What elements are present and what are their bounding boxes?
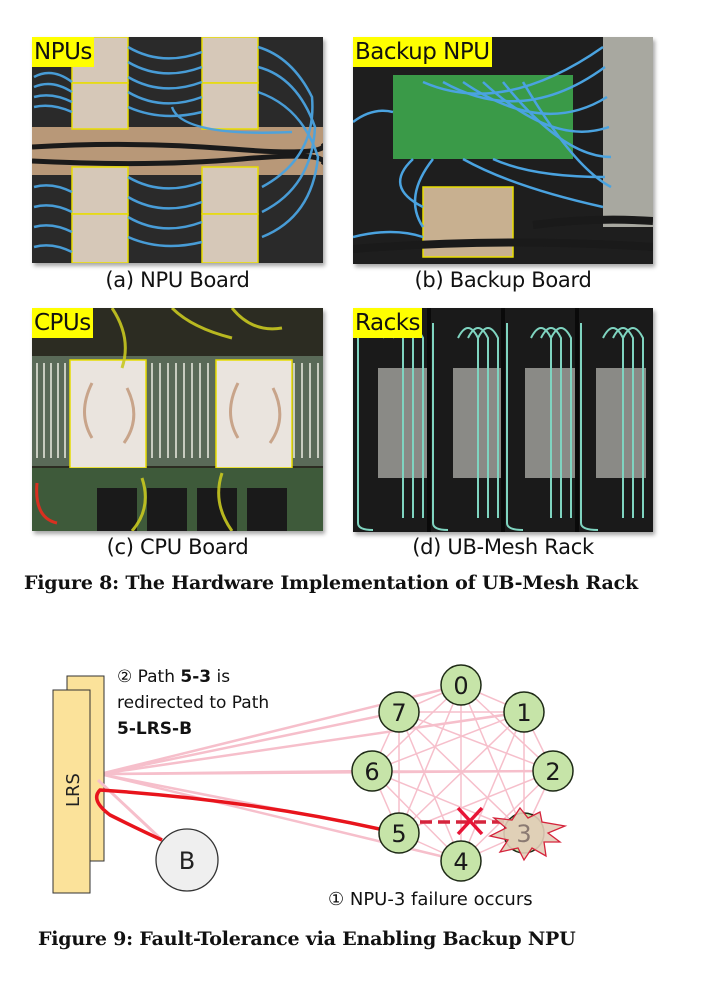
mesh-link-4-6 bbox=[371, 770, 462, 862]
lrs-switch-front bbox=[52, 689, 91, 894]
step2-line2: redirected to Path bbox=[117, 693, 270, 713]
lrs-link-1 bbox=[99, 710, 525, 776]
lrs-label: LRS bbox=[63, 773, 84, 807]
mesh-link-4-7 bbox=[398, 711, 462, 862]
npus-tag: NPUs bbox=[32, 37, 94, 67]
step2-text-post: is bbox=[211, 667, 231, 687]
racks-tag: Racks bbox=[353, 308, 423, 338]
figure-8-caption: Figure 8: The Hardware Implementation of… bbox=[24, 572, 638, 594]
lrs-link-6 bbox=[99, 769, 373, 776]
mesh-link-1-6 bbox=[371, 711, 525, 772]
mesh-link-1-4 bbox=[460, 711, 525, 862]
figure-9-caption: Figure 9: Fault-Tolerance via Enabling B… bbox=[38, 928, 576, 950]
npu-node-4: 4 bbox=[440, 840, 482, 882]
path-5-lrs-b-label: 5-LRS-B bbox=[117, 719, 193, 739]
npu-label-7: 7 bbox=[391, 699, 406, 727]
redirected-path bbox=[94, 788, 385, 842]
backup-npu-tag: Backup NPU bbox=[353, 37, 492, 67]
npu-node-1: 1 bbox=[503, 691, 545, 733]
failed-npu-label: 3 bbox=[516, 820, 531, 848]
path-5-3-label: 5-3 bbox=[180, 667, 212, 687]
npu-node-2: 2 bbox=[532, 750, 574, 792]
npu-label-4: 4 bbox=[453, 848, 468, 876]
subcaption-backup-board: (b) Backup Board bbox=[414, 268, 592, 292]
cpu-board-photo: CPUs bbox=[32, 308, 323, 531]
ub-mesh-rack-photo: Racks bbox=[353, 308, 653, 532]
fault-tolerance-diagram: LRS B 0 1 2 4 5 6 7 3 bbox=[52, 664, 574, 894]
subcaption-cpu-board: (c) CPU Board bbox=[106, 535, 249, 559]
backup-npu-node: B bbox=[155, 828, 219, 892]
npu-label-2: 2 bbox=[545, 758, 560, 786]
lrs-link-7 bbox=[99, 710, 400, 776]
link-failure-x-icon bbox=[456, 806, 484, 836]
failure-burst-icon bbox=[488, 806, 568, 862]
npu-node-0: 0 bbox=[440, 664, 482, 706]
npu-board-photo: NPUs bbox=[32, 37, 323, 263]
cpus-tag: CPUs bbox=[32, 308, 93, 338]
backup-board-photo: Backup NPU bbox=[353, 37, 653, 264]
npu-node-7: 7 bbox=[378, 691, 420, 733]
npu-label-0: 0 bbox=[453, 672, 468, 700]
mesh-link-2-7 bbox=[398, 711, 554, 772]
subcaption-ub-mesh-rack: (d) UB-Mesh Rack bbox=[412, 535, 594, 559]
npu-label-6: 6 bbox=[364, 758, 379, 786]
npu-label-5: 5 bbox=[391, 820, 406, 848]
step2-text: Path bbox=[132, 667, 181, 687]
npu-label-1: 1 bbox=[516, 699, 531, 727]
step1-note: ① NPU-3 failure occurs bbox=[328, 889, 533, 910]
step2-marker: ② bbox=[117, 667, 133, 687]
subcaption-npu-board: (a) NPU Board bbox=[105, 268, 250, 292]
mesh-link-0-3 bbox=[460, 684, 525, 834]
backup-npu-label: B bbox=[179, 847, 195, 875]
step2-note: ② Path 5-3 is redirected to Path 5-LRS-B bbox=[117, 664, 269, 742]
npu-node-5: 5 bbox=[378, 812, 420, 854]
npu-node-6: 6 bbox=[351, 750, 393, 792]
